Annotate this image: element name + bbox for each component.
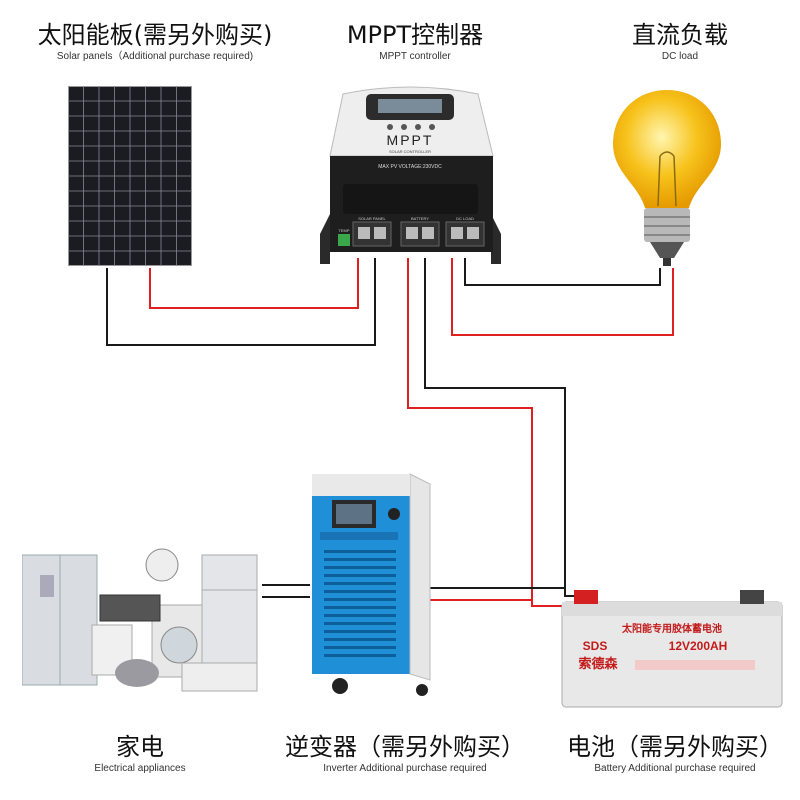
load-positive-wire: [451, 258, 674, 336]
battery-unit: 太阳能专用胶体蓄电池 SDS 12V200AH 索德森: [560, 580, 785, 710]
battery-positive-wire: [407, 258, 573, 607]
port-load-label: DC LOAD: [456, 216, 474, 221]
inverter-graphic: [312, 473, 431, 696]
mppt-controller-graphic: MPPT SOLAR CONTROLLER MAX PV VOLTAGE:230…: [320, 86, 501, 264]
battery-title: 太阳能专用胶体蓄电池: [621, 622, 722, 635]
port-battery-label: BATTERY: [411, 216, 429, 221]
inverter-label: 逆变器（需另外购买） Inverter Additional purchase …: [280, 732, 530, 776]
solar-panel-graphic: [67, 85, 193, 267]
solar-label: 太阳能板(需另外购买) Solar panels（Additional purc…: [20, 20, 290, 64]
appliances-graphic: [21, 548, 258, 692]
solar-panel: [67, 85, 193, 267]
port-temp-label: TEMP: [338, 228, 349, 233]
appliances-label-zh: 家电: [116, 733, 164, 761]
solar-negative-wire: [106, 258, 376, 346]
load-label-en: DC load: [661, 51, 699, 62]
solar-positive-wire: [149, 258, 359, 309]
solar-label-zh: 太阳能板(需另外购买): [37, 21, 273, 49]
load-label-zh: 直流负载: [632, 21, 728, 49]
load-negative-wire: [464, 258, 661, 286]
battery-label-en: Battery Additional purchase required: [594, 763, 756, 774]
mppt-controller: MPPT SOLAR CONTROLLER MAX PV VOLTAGE:230…: [298, 84, 523, 274]
light-bulb-icon: [613, 90, 721, 266]
mppt-label: MPPT控制器 MPPT controller: [315, 20, 515, 64]
inverter-label-zh: 逆变器（需另外购买）: [285, 733, 525, 761]
controller-subtitle: SOLAR CONTROLLER: [389, 149, 431, 154]
mppt-label-zh: MPPT控制器: [346, 21, 484, 49]
battery-graphic: 太阳能专用胶体蓄电池 SDS 12V200AH 索德森: [561, 590, 783, 708]
battery-spec: 12V200AH: [669, 639, 728, 653]
battery-brand-zh: 索德森: [578, 656, 618, 672]
battery-negative-wire: [424, 258, 578, 597]
solar-label-en: Solar panels（Additional purchase require…: [56, 51, 254, 62]
battery-brand: SDS: [583, 639, 608, 653]
load-label: 直流负载 DC load: [585, 20, 775, 64]
battery-label-zh: 电池（需另外购买）: [567, 733, 783, 761]
household-appliances: [21, 545, 262, 695]
controller-brand: MPPT: [387, 132, 434, 148]
controller-voltage: MAX PV VOLTAGE:230VDC: [378, 164, 442, 170]
mppt-label-en: MPPT controller: [379, 51, 451, 62]
inverter-label-en: Inverter Additional purchase required: [323, 763, 487, 774]
dc-load-bulb: [610, 86, 725, 268]
appliances-label: 家电 Electrical appliances: [60, 732, 220, 776]
battery-label: 电池（需另外购买） Battery Additional purchase re…: [560, 732, 790, 776]
appliances-label-en: Electrical appliances: [94, 763, 186, 774]
inverter-unit: [310, 470, 432, 700]
port-pv-label: SOLAR PANEL: [358, 216, 386, 221]
